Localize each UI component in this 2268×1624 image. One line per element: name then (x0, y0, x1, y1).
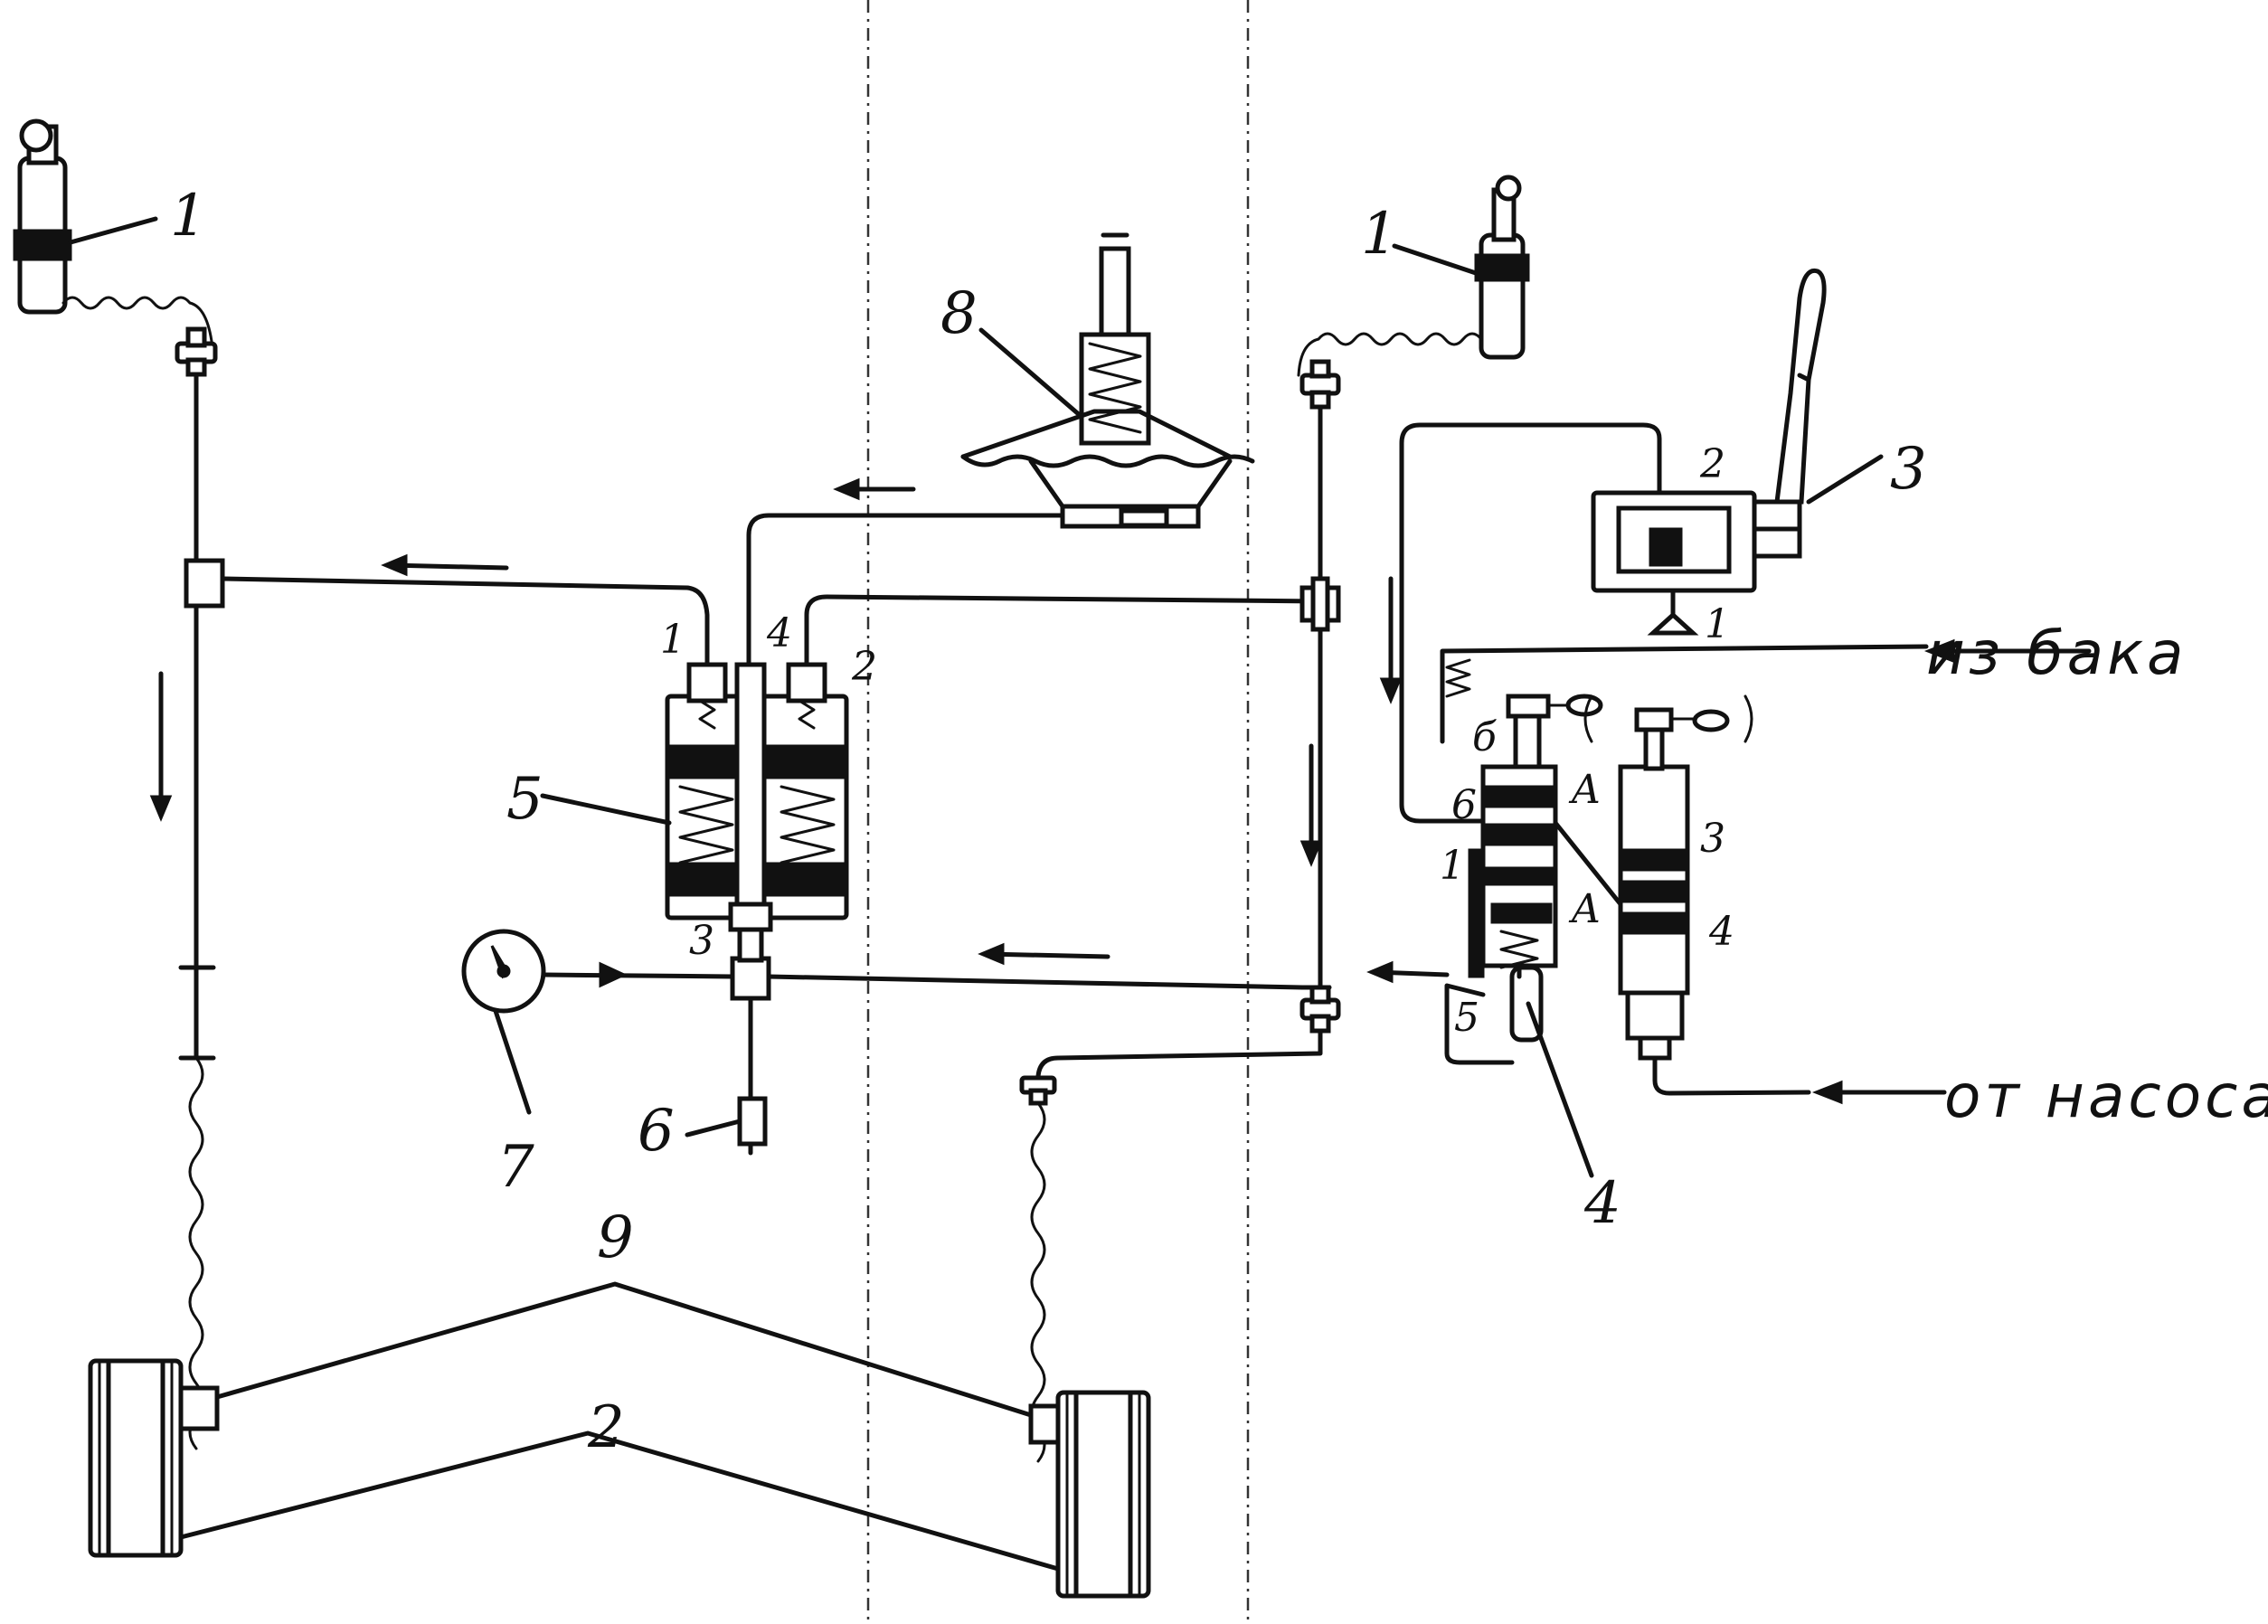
fitting-left-top (175, 326, 218, 377)
label-6-valve: 6 (1451, 782, 1477, 828)
label-3-block: 3 (689, 918, 714, 964)
line-right-to-wheel (1035, 1028, 1323, 1081)
hose-right-top (1297, 332, 1483, 377)
spring-b (1445, 658, 1471, 698)
label-1-small: 1 (1440, 843, 1465, 889)
line-valve-loop (1399, 422, 1662, 824)
line-valve8-to-block (746, 513, 1065, 672)
gauge-line-arrow (599, 961, 628, 988)
line-gauge (542, 972, 735, 979)
label-2-valve: 2 (1699, 441, 1725, 487)
brake-cylinder-right (1474, 175, 1530, 360)
annotation-from-tank: из бака (1926, 618, 2187, 688)
annotation-from-pump: от насоса (1944, 1062, 2268, 1131)
line-block-to-right (804, 594, 1323, 667)
label-5-port: 5 (1454, 995, 1479, 1041)
label-1-block: 1 (660, 617, 685, 663)
label-5-block: 5 (506, 766, 543, 833)
axle-2 (178, 1430, 1061, 1572)
hose-right-bottom (1030, 1101, 1046, 1463)
label-6: 6 (638, 1098, 675, 1165)
flow-arrow-left-horizontal (381, 553, 509, 577)
pressure-gauge-7 (461, 929, 546, 1115)
label-7: 7 (497, 1134, 534, 1201)
hose-left-bottom (188, 1056, 204, 1450)
line-valve-to-main (1444, 983, 1515, 1065)
label-4-bottom: 4 (1583, 1170, 1621, 1237)
pressure-valve-block (1445, 658, 1603, 1043)
label-b-spring: б (1472, 714, 1497, 760)
distributor-valve-2 (1591, 490, 1802, 636)
label-3-lever: 3 (1890, 436, 1927, 503)
leader-line-A (1553, 820, 1630, 916)
label-A-bottom: A (1568, 886, 1601, 932)
fitting-right-top (1299, 359, 1341, 410)
fitting-right-wheel (1019, 1075, 1057, 1106)
pump-valve-block (1583, 694, 1753, 1061)
flow-arrow-valve8 (833, 477, 916, 501)
fitting-right-bottom (1299, 985, 1341, 1034)
label-1-valve: 1 (1705, 601, 1730, 647)
cross-fitting-right (1299, 576, 1341, 632)
drain-valve-6 (685, 996, 768, 1156)
wheel-fittings (178, 1385, 1061, 1445)
brake-cylinder-left (13, 118, 72, 315)
flow-arrow-left-vertical (149, 671, 173, 822)
label-1-right: 1 (1361, 201, 1398, 268)
tee-left (184, 558, 225, 609)
flow-arrow-main (978, 942, 1110, 966)
flow-arrow-valve-loop (1379, 576, 1403, 704)
accumulator-block-5 (665, 662, 849, 932)
control-lever-3 (1774, 268, 1884, 505)
label-1-left: 1 (170, 183, 207, 250)
label-A-top: A (1568, 767, 1601, 813)
label-2-block: 2 (851, 644, 877, 690)
tank-supply-line (1440, 638, 2092, 744)
label-4-block: 4 (766, 610, 792, 656)
label-2-axle: 2 (587, 1394, 625, 1461)
pump-supply-line (1652, 1055, 1947, 1105)
wheel-left (88, 1358, 184, 1558)
beam-9 (214, 1281, 1034, 1418)
label-9: 9 (597, 1204, 634, 1271)
hose-left-top (61, 296, 214, 350)
leader-line-4-bottom (1526, 1001, 1594, 1178)
line-left-to-block (220, 576, 710, 672)
label-3-side: 3 (1700, 816, 1725, 862)
flow-arrow-valve-main (1366, 960, 1450, 984)
wheel-right (1055, 1390, 1151, 1599)
flow-arrow-right-vertical (1299, 743, 1323, 867)
label-4-side: 4 (1708, 909, 1734, 955)
valve-8 (960, 232, 1255, 529)
tee-block-bottom (730, 927, 771, 1001)
line-main-horizontal (766, 974, 1332, 990)
label-8: 8 (940, 280, 978, 347)
